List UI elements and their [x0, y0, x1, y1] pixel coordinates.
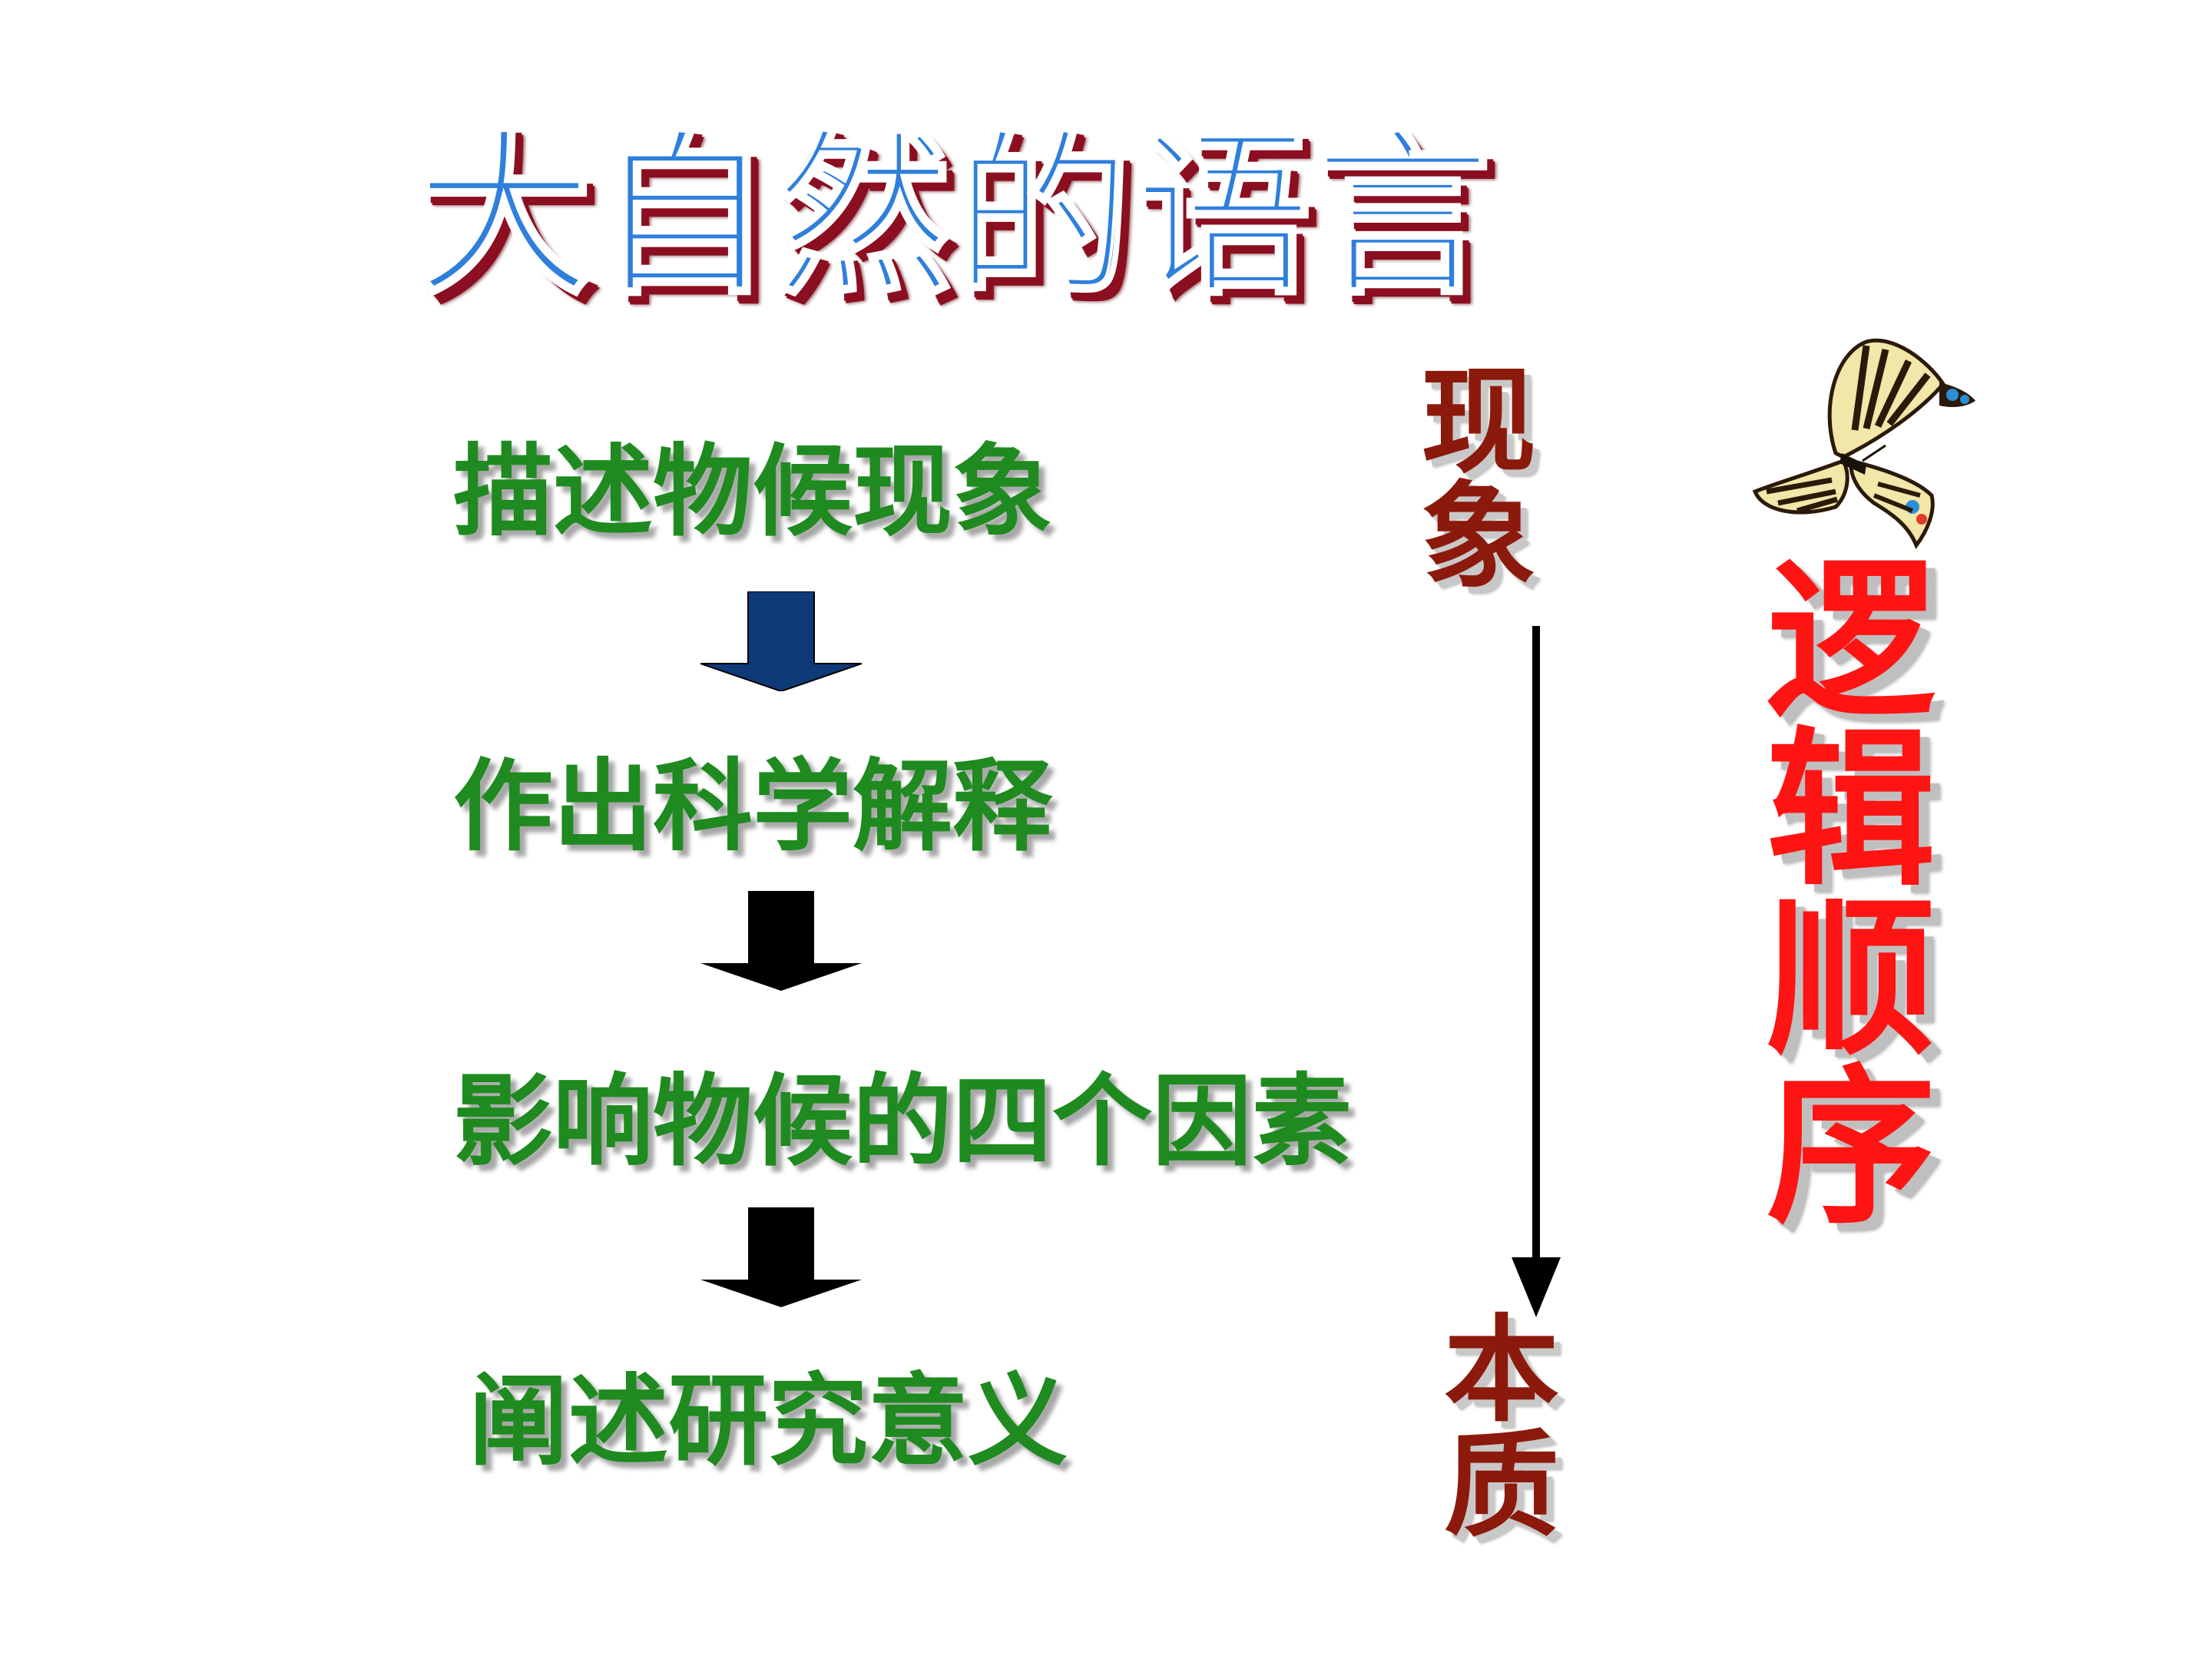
logic-order-label: 逻 辑 顺 序: [1767, 557, 1936, 1233]
logic-order-char-2: 辑: [1767, 712, 1936, 909]
slide-title: 大自然的语言: [413, 112, 1494, 320]
essence-char-1: 本: [1444, 1304, 1559, 1438]
essence-label: 本 质: [1444, 1304, 1559, 1553]
step-2-text: 作出科学解释: [453, 748, 1053, 865]
logic-order-char-4: 序: [1767, 1050, 1936, 1247]
down-arrow-icon: [700, 1207, 862, 1307]
phenomenon-char-1: 现: [1421, 356, 1536, 489]
step-3-text: 影响物候的四个因素: [453, 1063, 1353, 1180]
down-arrow-icon: [700, 591, 862, 691]
phenomenon-char-2: 象: [1421, 471, 1536, 604]
step-1-text: 描述物候现象: [453, 433, 1053, 550]
logic-order-char-1: 逻: [1767, 543, 1936, 740]
essence-char-2: 质: [1444, 1419, 1559, 1553]
butterfly-icon: [1752, 338, 1975, 550]
step-4-text: 阐述研究意义: [469, 1363, 1068, 1479]
down-arrow-icon: [700, 891, 862, 991]
long-down-arrow-icon: [1512, 626, 1561, 1317]
phenomenon-label: 现 象: [1421, 356, 1536, 604]
logic-order-char-3: 顺: [1767, 881, 1936, 1078]
